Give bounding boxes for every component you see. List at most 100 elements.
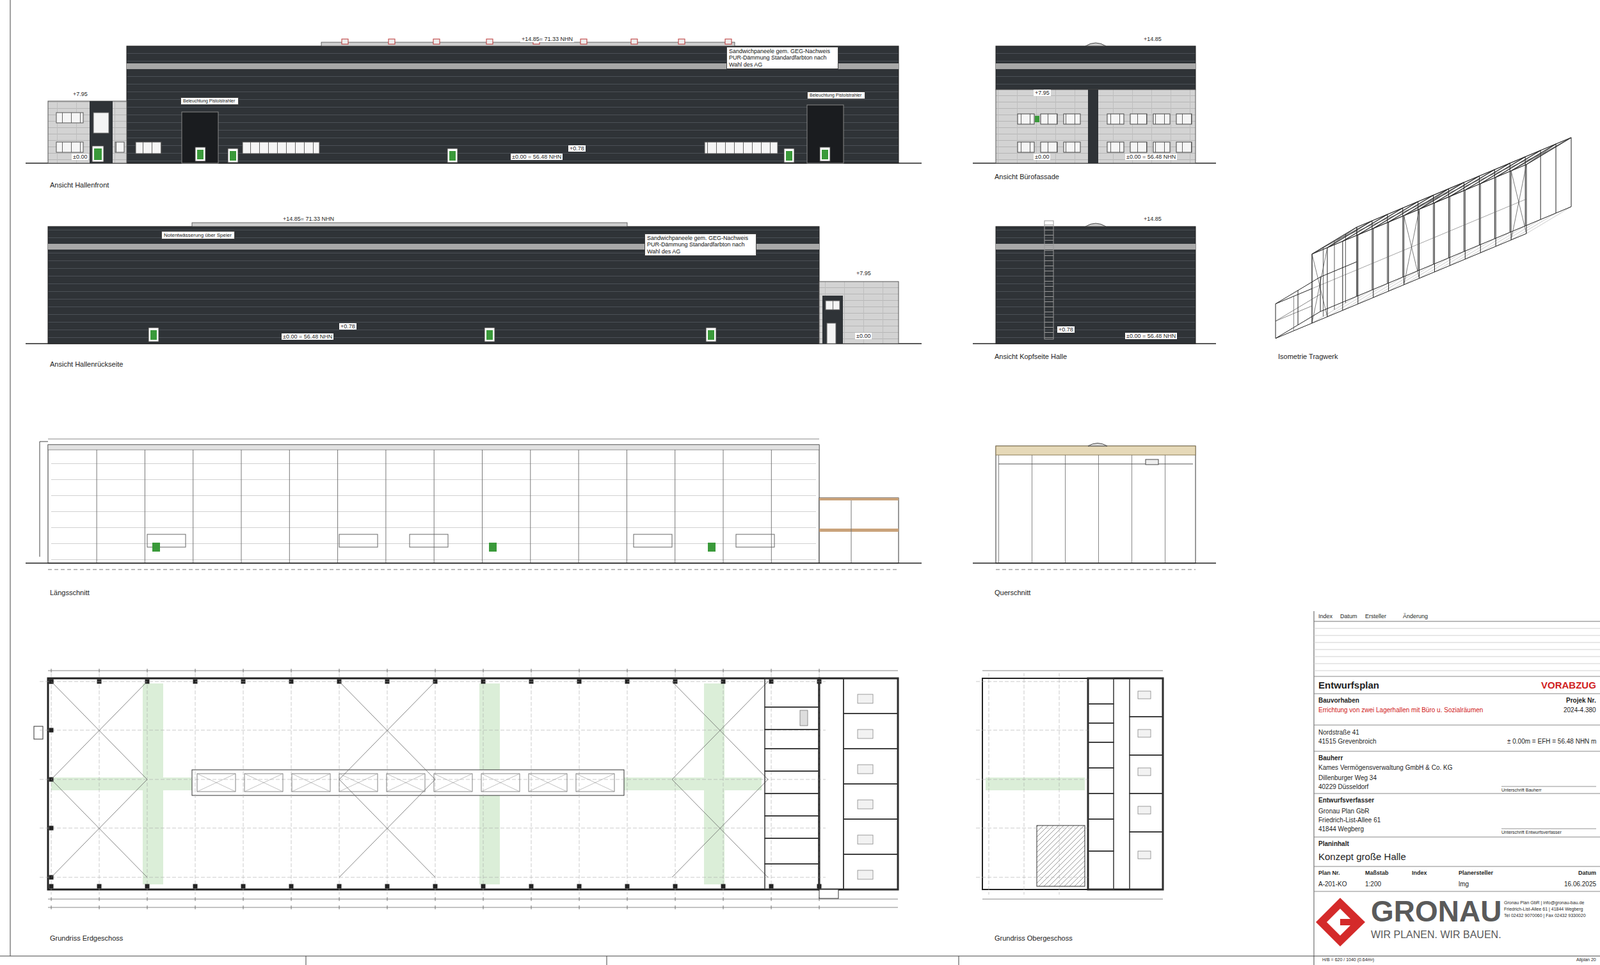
- level-mark: +14.85: [1142, 215, 1163, 223]
- generated-linework-part: [1432, 195, 1434, 265]
- long-section-part-part: [488, 542, 497, 552]
- view-title: Querschnitt: [994, 588, 1031, 598]
- note-text: Sandwichpaneele gem. GEG-Nachweis PUR-Dä…: [647, 234, 754, 255]
- title-block-text: Friedrich-List-Allee 61: [1318, 816, 1381, 825]
- ground-floor-plan-part: [192, 769, 624, 796]
- generated-linework-part: [1373, 270, 1419, 298]
- generated-linework-part: [764, 838, 820, 864]
- generated-linework-part: [625, 884, 630, 889]
- title-block-part-part: [1313, 663, 1600, 665]
- title-block-part-part: [1313, 891, 1600, 893]
- generated-linework-part: [843, 854, 898, 890]
- view-panel: Grundriss Erdgeschoss: [44, 665, 928, 943]
- generated-linework-part: [627, 668, 628, 673]
- generated-linework-part: [339, 773, 378, 792]
- front-elevation-part: [242, 142, 320, 154]
- title-block-text: Planinhalt: [1318, 840, 1350, 848]
- generated-linework-part: [291, 773, 331, 792]
- generated-linework-part: [1088, 819, 1114, 852]
- generated-linework-part: [1371, 220, 1373, 290]
- generated-linework-part: [39, 779, 826, 781]
- generated-linework-part: [1129, 678, 1163, 717]
- upper-floor-plan: [982, 670, 1163, 900]
- generated-linework-part: [39, 828, 826, 829]
- generated-linework-part: [483, 668, 484, 673]
- cross-section-part: [972, 562, 1216, 564]
- generated-linework-part: [531, 905, 532, 910]
- generated-linework-part: [197, 773, 236, 792]
- view-title: Längsschnitt: [49, 588, 90, 598]
- generated-linework-part: [1088, 851, 1114, 890]
- cross-section-part: [998, 455, 1193, 564]
- generated-linework-part: [1448, 188, 1449, 258]
- upper-floor-plan-part: [1088, 678, 1163, 890]
- view-panel: Ansicht Bürofassade: [992, 25, 1223, 182]
- gable-elevation-part: [995, 226, 1196, 344]
- generated-linework-part: [1320, 277, 1321, 312]
- title-block-text: Index: [1318, 613, 1333, 620]
- office-elevation-part-part: [1153, 113, 1170, 125]
- generated-linework-part: [1275, 304, 1277, 339]
- sheet-frame-part: [0, 956, 1600, 957]
- generated-linework-part: [387, 668, 388, 673]
- title-block-text: Plan Nr.: [1318, 869, 1341, 877]
- title-block-text: Datum: [1578, 869, 1597, 877]
- long-section: [25, 439, 922, 570]
- generated-linework-part: [51, 681, 148, 780]
- title-block-text: Friedrich-List-Allee 61 | 41844 Wegberg: [1504, 906, 1583, 912]
- upper-floor-plan-part: [982, 670, 1163, 672]
- long-section-part: [48, 444, 820, 564]
- generated-linework-part: [771, 905, 772, 910]
- generated-linework-part: [99, 668, 100, 673]
- generated-linework-part: [1129, 793, 1163, 832]
- view-panel: Ansicht HallenfrontBeleuchtung Pistolstr…: [44, 25, 928, 190]
- generated-linework-part: [51, 905, 52, 910]
- generated-linework-part: [1419, 237, 1435, 244]
- generated-linework-part: [1419, 188, 1449, 210]
- generated-linework-part: [771, 673, 772, 895]
- generated-linework-part: [243, 668, 244, 673]
- generated-linework-part: [1511, 213, 1556, 240]
- title-block-text: Ersteller: [1365, 613, 1387, 620]
- generated-linework-part: [842, 678, 845, 890]
- front-elevation: [25, 39, 922, 164]
- front-elevation-part: [89, 101, 113, 164]
- sheet-frame-part: [606, 956, 608, 965]
- front-elevation-part: [56, 142, 84, 153]
- title-block-text: H/B = 620 / 1040 (0.64m²): [1322, 957, 1375, 963]
- level-mark: ±0.00: [71, 153, 89, 160]
- generated-linework-part: [435, 668, 436, 673]
- generated-linework-part: [857, 764, 873, 774]
- note-text: Beleuchtung Pistolstrahler: [183, 98, 237, 104]
- generated-linework-part: [291, 897, 292, 902]
- generated-linework-part: [291, 905, 292, 910]
- title-block-part-part: [1313, 793, 1600, 795]
- generated-linework-part: [1417, 201, 1419, 271]
- long-section-part: [851, 500, 852, 564]
- generated-linework-part: [51, 897, 52, 902]
- generated-linework-part: [481, 884, 486, 889]
- long-section-part: [147, 534, 775, 548]
- rear-elevation-part: [48, 226, 820, 344]
- generated-linework-part: [764, 707, 820, 730]
- front-elevation-part: [126, 46, 899, 164]
- generated-linework-part: [627, 905, 628, 910]
- generated-linework-part: [339, 681, 436, 780]
- generated-linework-part: [1511, 137, 1572, 171]
- long-section-part-part: [409, 534, 448, 548]
- generated-linework-part: [764, 678, 820, 708]
- generated-linework-part: [1404, 257, 1449, 285]
- title-block-text: Entwurfsverfasser: [1318, 796, 1375, 805]
- generated-linework-part: [1358, 263, 1374, 270]
- generated-linework-part: [529, 884, 534, 889]
- front-elevation-part: [115, 142, 125, 153]
- title-block-text: Konzept große Halle: [1318, 851, 1407, 863]
- generated-linework-part: [627, 673, 628, 895]
- title-block-part: [1315, 897, 1366, 947]
- ground-floor-plan-part: [819, 889, 839, 899]
- title-block-text: A-201-KO: [1318, 880, 1347, 889]
- rear-elevation-part: [150, 330, 715, 340]
- title-block-text: Datum: [1340, 613, 1358, 620]
- generated-linework-part: [145, 884, 150, 889]
- long-section-part-part: [736, 534, 775, 548]
